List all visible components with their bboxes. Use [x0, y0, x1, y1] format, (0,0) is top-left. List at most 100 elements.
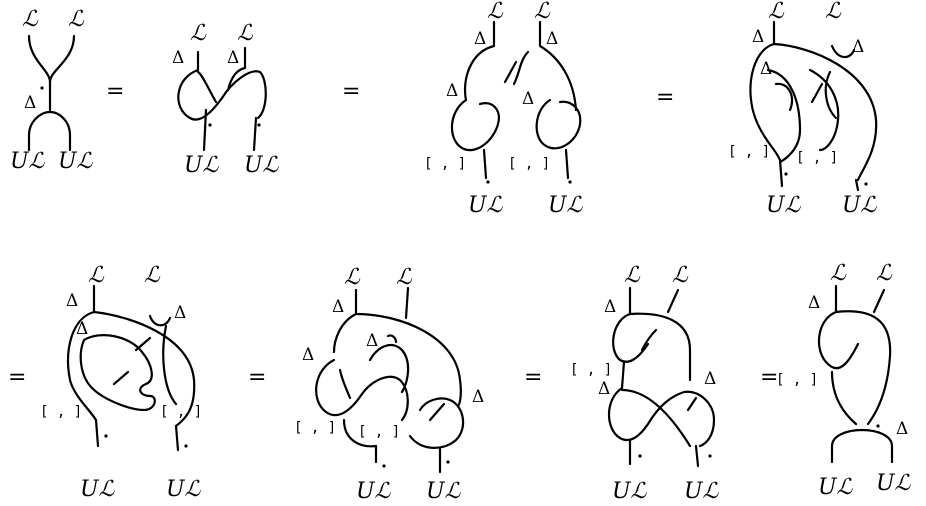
dot-marker: [568, 180, 572, 184]
strand: [694, 444, 700, 468]
coproduct-label: Δ: [760, 59, 772, 79]
coproduct-label: Δ: [598, 379, 610, 399]
top-label: ℒ: [190, 21, 207, 46]
bracket-label: [ , ]: [358, 424, 400, 440]
dot-marker: [708, 454, 712, 458]
bracket-label: [ , ]: [776, 372, 818, 388]
diagram-7: ℒ ℒ Δ Δ Δ [ , ] Uℒ Uℒ: [570, 263, 720, 504]
strand: [202, 108, 208, 152]
equals-sign: =: [524, 365, 542, 390]
coproduct-label: Δ: [546, 29, 558, 49]
bottom-label: Uℒ: [766, 193, 802, 218]
strand: [774, 82, 794, 112]
strand: [620, 360, 626, 390]
strand: [503, 60, 518, 84]
strand: [342, 418, 378, 448]
coproduct-label: Δ: [896, 419, 908, 439]
dot-marker: [104, 434, 108, 438]
strand: [872, 288, 886, 314]
strand: [112, 370, 130, 386]
strand: [92, 310, 196, 428]
strand: [612, 286, 650, 363]
strand: [824, 70, 838, 120]
strand: [226, 46, 247, 92]
strand: [408, 397, 465, 449]
strand: [749, 20, 782, 162]
top-label: ℒ: [534, 0, 551, 24]
strand: [177, 50, 267, 121]
coproduct-label: Δ: [227, 48, 239, 68]
bottom-label: Uℒ: [842, 193, 878, 218]
strand: [538, 20, 578, 112]
top-label: ℒ: [344, 265, 361, 290]
strand: [315, 358, 409, 422]
equals-sign: =: [656, 85, 674, 110]
equals-sign: =: [248, 365, 266, 390]
diagram-8: ℒ ℒ Δ Δ [ , ] Uℒ Uℒ: [776, 261, 912, 500]
coproduct-label: Δ: [808, 293, 820, 313]
strand: [386, 334, 398, 344]
strand: [640, 328, 658, 352]
strand: [174, 424, 180, 452]
coproduct-label: Δ: [446, 81, 458, 101]
strand: [196, 70, 218, 104]
bottom-label: Uℒ: [548, 193, 584, 218]
coproduct-label: Δ: [472, 387, 484, 407]
top-label: ℒ: [830, 261, 847, 286]
strand: [450, 98, 500, 152]
strand: [464, 20, 496, 102]
bottom-label: Uℒ: [356, 479, 392, 504]
coproduct-label: Δ: [604, 297, 616, 317]
strand: [94, 418, 100, 448]
coproduct-label: Δ: [852, 37, 864, 57]
equals-sign: =: [106, 79, 124, 104]
diagram-1: ℒ ℒ Δ Uℒ Uℒ: [10, 7, 94, 174]
bracket-label: [ , ]: [728, 144, 770, 160]
strand: [79, 334, 156, 412]
diagram-6: ℒ ℒ Δ Δ Δ Δ [ , ] [ , ] Uℒ Uℒ: [294, 265, 484, 504]
strand: [830, 428, 894, 464]
strand: [666, 288, 680, 314]
top-label: ℒ: [144, 263, 161, 288]
strand: [766, 68, 802, 164]
bottom-label: Uℒ: [468, 193, 504, 218]
dot-marker: [486, 180, 490, 184]
top-label: ℒ: [88, 263, 105, 288]
bracket-label: [ , ]: [570, 362, 612, 378]
top-label: ℒ: [68, 7, 85, 32]
equals-sign: =: [342, 79, 360, 104]
coproduct-label: Δ: [704, 369, 716, 389]
strand: [854, 178, 860, 192]
strand: [162, 324, 178, 406]
top-label: ℒ: [22, 7, 39, 32]
strand: [368, 343, 410, 394]
bottom-label: Uℒ: [426, 479, 462, 504]
dot-marker: [382, 464, 386, 468]
coproduct-label: Δ: [174, 303, 186, 323]
coproduct-label: Δ: [24, 93, 36, 113]
top-label: ℒ: [825, 0, 842, 24]
strand: [830, 370, 858, 426]
strand: [778, 158, 784, 188]
dot-marker: [184, 444, 188, 448]
dot-marker: [40, 86, 44, 90]
strand: [482, 148, 488, 180]
strand: [48, 34, 76, 84]
top-label: ℒ: [624, 263, 641, 288]
equals-sign: =: [8, 365, 26, 390]
bottom-label: Uℒ: [684, 479, 720, 504]
strand: [354, 312, 462, 408]
bracket-label: [ , ]: [294, 420, 336, 436]
dot-marker: [864, 182, 868, 186]
bracket-label: [ , ]: [160, 404, 202, 420]
diagram-4: ℒ ℒ Δ Δ Δ [ , ] [ , ] Uℒ Uℒ: [728, 0, 878, 218]
top-label: ℒ: [672, 263, 689, 288]
coproduct-label: Δ: [76, 319, 88, 339]
top-label: ℒ: [768, 0, 785, 24]
coproduct-label: Δ: [366, 331, 378, 351]
bottom-label: Uℒ: [80, 477, 116, 502]
bottom-label: Uℒ: [244, 153, 280, 178]
bracket-label: [ , ]: [424, 156, 466, 172]
bottom-label: Uℒ: [166, 477, 202, 502]
bottom-label: Uℒ: [818, 475, 854, 500]
